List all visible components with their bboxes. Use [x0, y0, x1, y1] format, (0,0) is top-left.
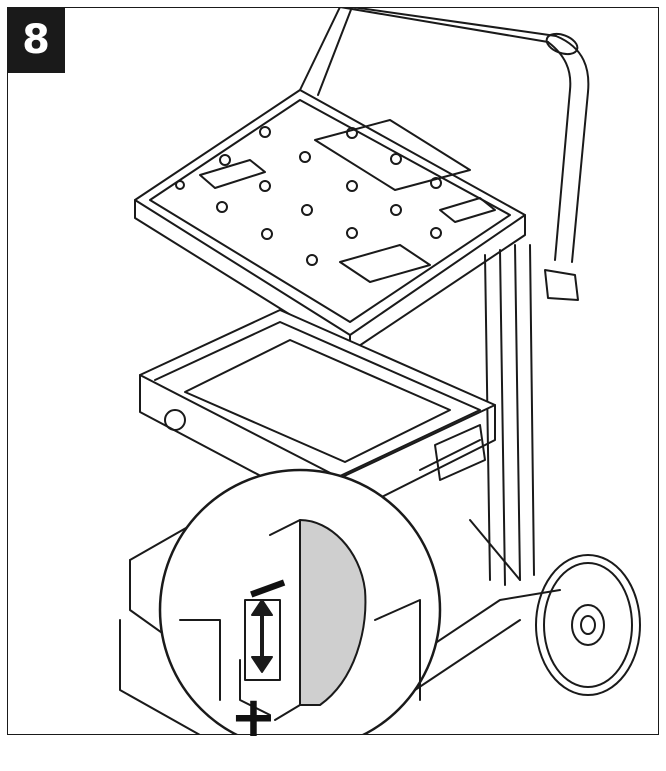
top-lid — [134, 89, 526, 353]
adjustment-knob — [299, 519, 367, 706]
plus-symbol: + — [230, 685, 277, 750]
double-arrow-icon — [251, 599, 273, 673]
trolley-posts — [484, 244, 535, 586]
step-number-badge: 8 — [7, 7, 65, 73]
lock-icon — [164, 409, 186, 431]
detail-magnifier — [158, 439, 481, 735]
wheel — [535, 554, 641, 696]
trolley-handle — [299, 7, 590, 301]
